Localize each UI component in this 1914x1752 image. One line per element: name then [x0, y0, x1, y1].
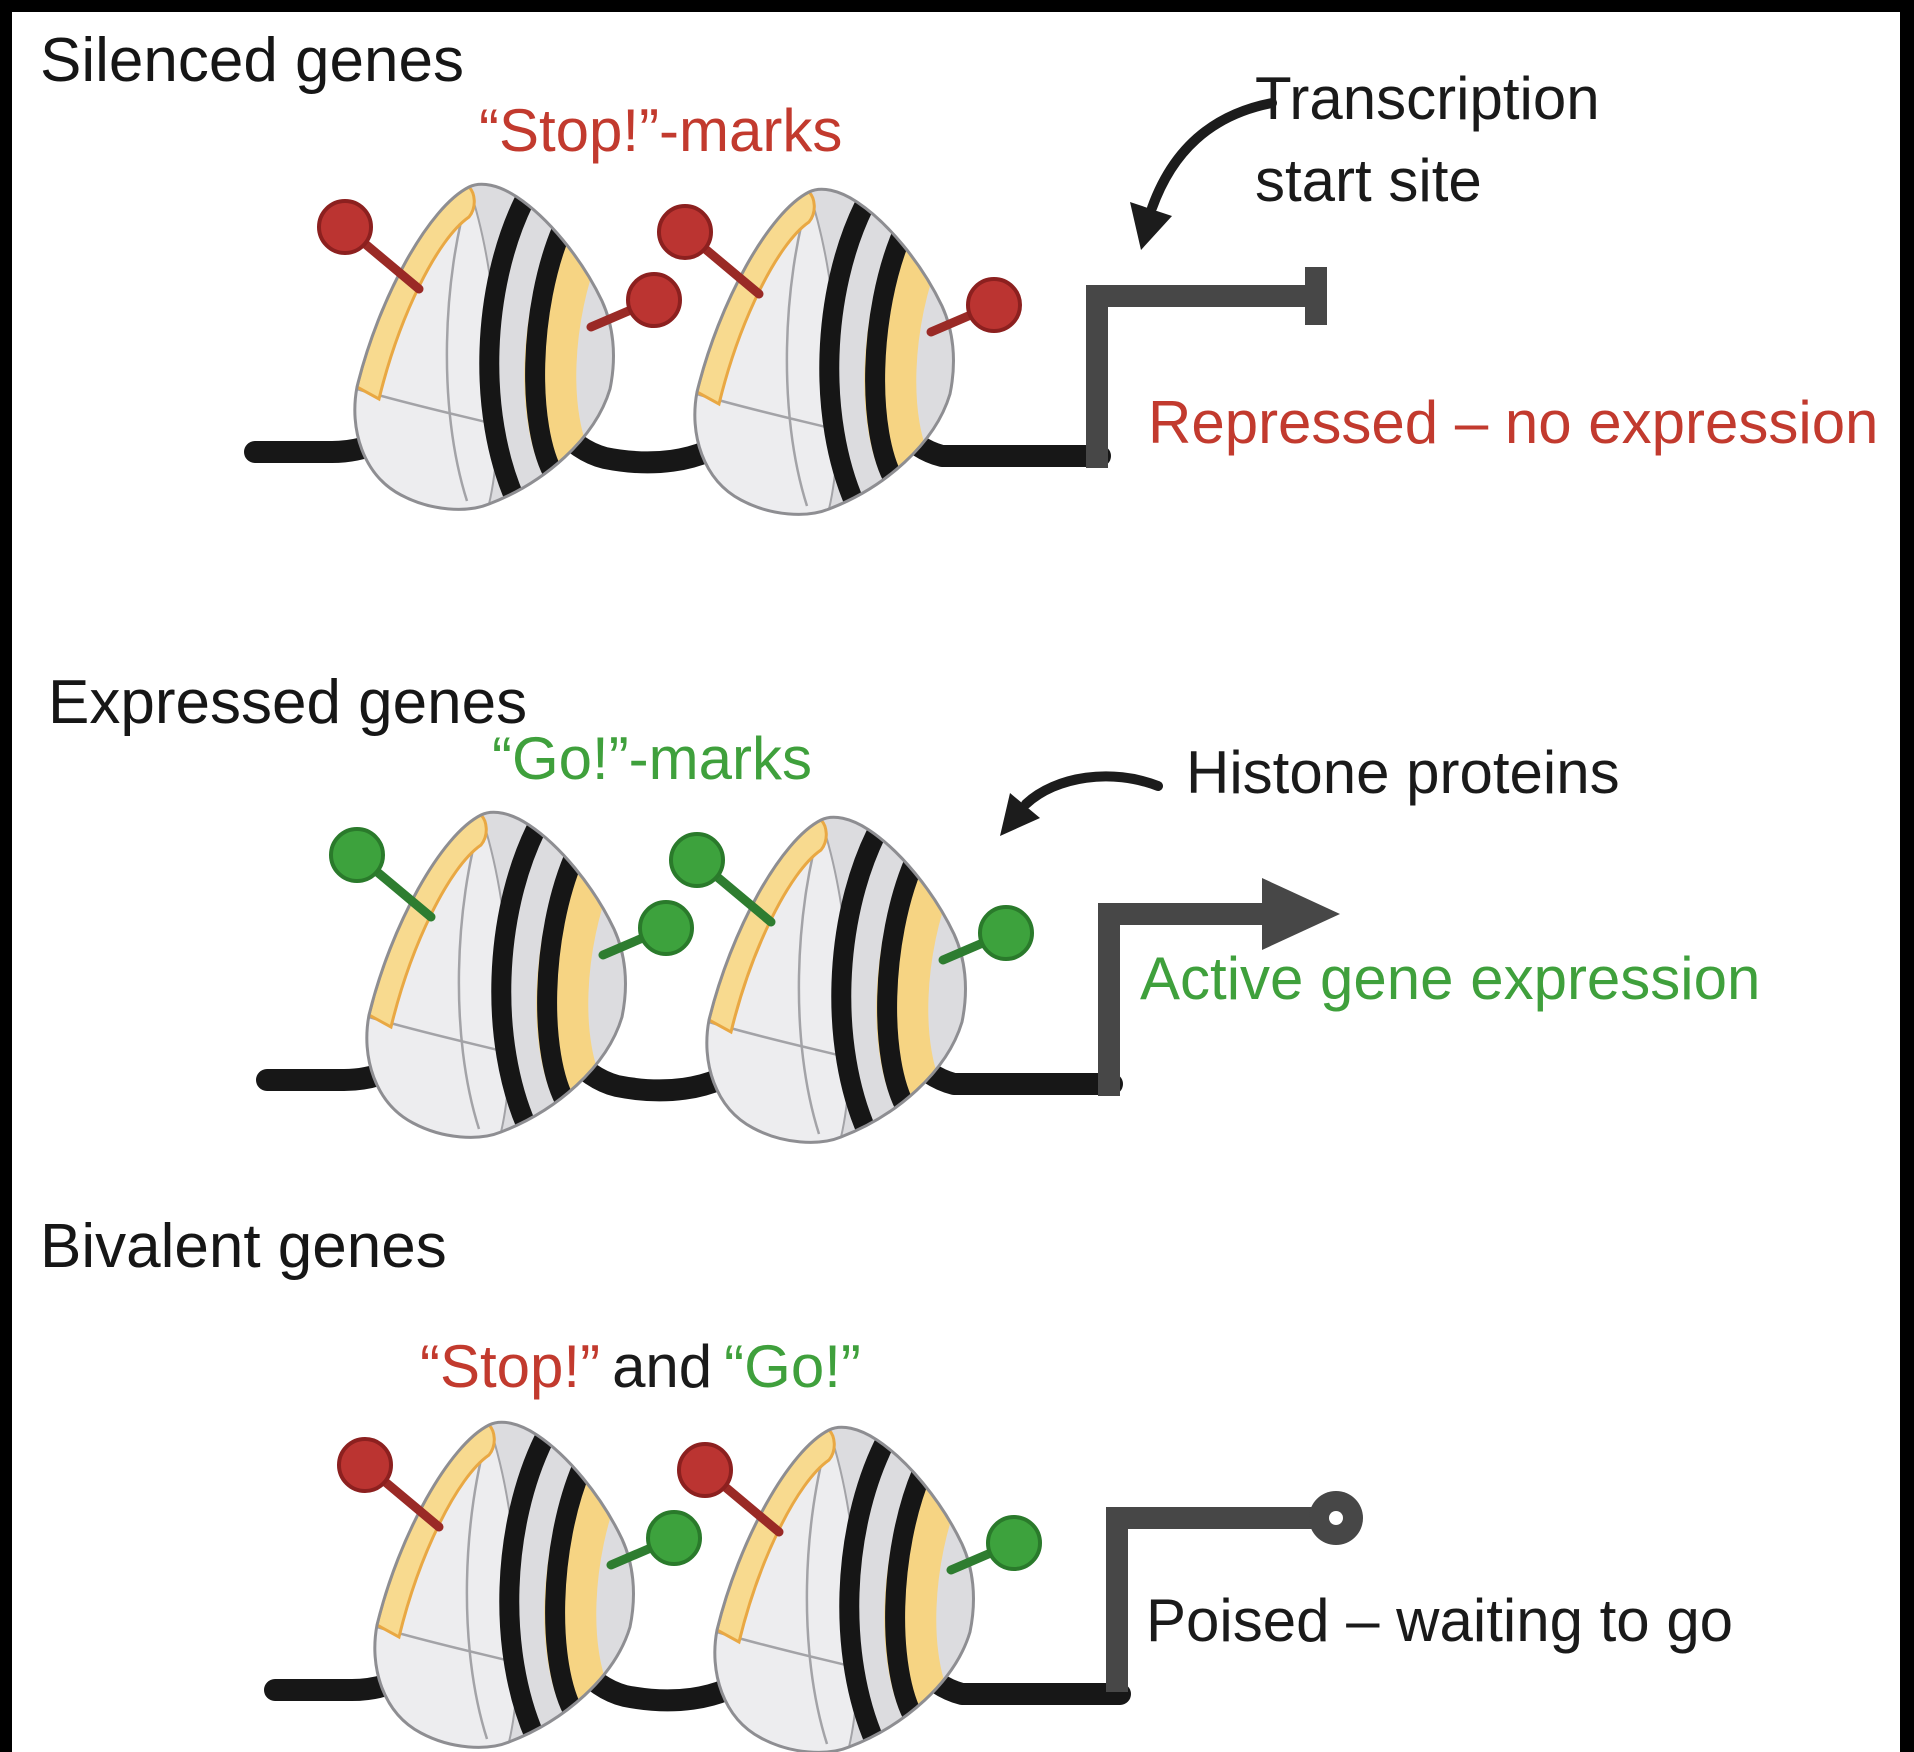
panel-title-expressed: Expressed genes	[48, 668, 528, 737]
active-mark-icon	[598, 900, 694, 960]
go-marks-label: “Go!”-marks	[492, 725, 812, 792]
outcome-active: Active gene expression	[1140, 945, 1761, 1012]
panel-expressed-art	[267, 771, 1340, 1142]
tss-annotation: Transcription start site	[1255, 58, 1600, 222]
go-word: “Go!”	[724, 1333, 861, 1400]
histone-proteins-label: Histone proteins	[1186, 739, 1620, 806]
frame-border-top	[0, 0, 1914, 12]
blocked-transcription-symbol	[1086, 267, 1327, 468]
repressive-mark-icon	[677, 1442, 784, 1537]
active-mark-icon	[669, 832, 776, 927]
frame-border-left	[0, 0, 12, 1752]
panel-title-bivalent: Bivalent genes	[40, 1212, 447, 1281]
tss-annotation-line2: start site	[1255, 147, 1482, 214]
active-mark-icon	[946, 1515, 1042, 1575]
active-transcription-arrow	[1098, 878, 1340, 1096]
active-mark-icon	[938, 905, 1034, 965]
active-mark-icon	[329, 827, 436, 922]
panel-bivalent-art	[275, 1422, 1363, 1752]
histone-pointer-arrow-icon	[1000, 771, 1163, 836]
and-word: and	[612, 1333, 713, 1400]
active-mark-icon	[606, 1510, 702, 1570]
outcome-repressed: Repressed – no expression	[1148, 389, 1879, 456]
panel-title-silenced: Silenced genes	[40, 26, 464, 95]
poised-transcription-symbol	[1106, 1491, 1363, 1692]
repressive-mark-icon	[317, 199, 424, 294]
stop-and-go-label: “Stop!”and“Go!”	[420, 1332, 861, 1403]
outcome-poised: Poised – waiting to go	[1146, 1587, 1734, 1654]
frame-border-right	[1900, 0, 1914, 1752]
repressive-mark-icon	[926, 277, 1022, 337]
tss-pointer-arrow-icon	[1130, 98, 1277, 250]
stop-word: “Stop!”	[420, 1333, 601, 1400]
repressive-mark-icon	[337, 1437, 444, 1532]
stop-marks-label: “Stop!”-marks	[479, 97, 843, 164]
repressive-mark-icon	[657, 204, 764, 299]
tss-annotation-line1: Transcription	[1255, 65, 1600, 132]
repressive-mark-icon	[586, 272, 682, 332]
panel-silenced-art	[255, 98, 1327, 514]
